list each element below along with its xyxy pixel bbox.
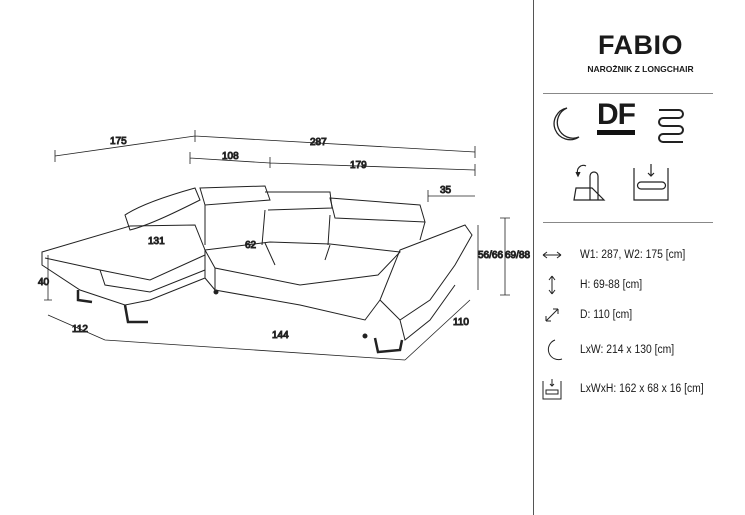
spec-sleep-text: LxW: 214 x 130 [cm] — [580, 344, 675, 356]
dim-287: 287 — [310, 137, 327, 148]
dim-144: 144 — [272, 330, 289, 341]
vertical-arrow-icon — [548, 275, 556, 295]
moon-icon — [547, 339, 563, 361]
spec-storage-text: LxWxH: 162 x 68 x 16 [cm] — [580, 383, 704, 395]
dim-131: 131 — [148, 236, 165, 247]
dim-62: 62 — [245, 240, 257, 251]
storage-icon — [542, 379, 562, 400]
df-logo-icon: DF — [597, 100, 636, 135]
product-subtitle: NAROŻNIK Z LONGCHAIR — [587, 64, 694, 74]
dim-112: 112 — [72, 324, 88, 335]
sofa-dimension-drawing: 175 287 108 179 35 131 62 56/66 69/88 40… — [38, 130, 531, 361]
dim-56-66: 56/66 — [478, 250, 503, 261]
spec-depth-text: D: 110 [cm] — [580, 309, 633, 321]
spec-height-text: H: 69-88 [cm] — [580, 279, 643, 291]
spec-height: H: 69-88 [cm] — [540, 275, 642, 295]
divider-bottom — [543, 222, 713, 223]
dim-108: 108 — [222, 151, 239, 162]
dim-175: 175 — [110, 136, 127, 147]
dim-40: 40 — [38, 277, 50, 288]
dim-35: 35 — [440, 185, 452, 196]
spec-depth: D: 110 [cm] — [540, 305, 632, 325]
dim-179: 179 — [350, 160, 367, 171]
spec-width-text: W1: 287, W2: 175 [cm] — [580, 249, 686, 261]
spec-storage: LxWxH: 162 x 68 x 16 [cm] — [540, 379, 704, 400]
divider-top — [543, 93, 713, 94]
adjustable-headrest-icon — [573, 164, 606, 201]
vertical-divider — [533, 0, 534, 515]
moon-sleep-function-icon — [553, 107, 580, 141]
sofa-outline — [41, 185, 473, 354]
dim-110: 110 — [453, 317, 469, 328]
dimension-lines — [44, 130, 510, 361]
spring-icon — [658, 109, 684, 143]
horizontal-arrow-icon — [542, 251, 562, 259]
product-title: FABIO — [597, 30, 683, 60]
storage-container-icon — [633, 164, 669, 201]
dim-69-88: 69/88 — [505, 250, 530, 261]
spec-sleep-area: LxW: 214 x 130 [cm] — [540, 339, 674, 361]
spec-width: W1: 287, W2: 175 [cm] — [540, 245, 685, 265]
diagonal-arrow-icon — [545, 308, 559, 322]
